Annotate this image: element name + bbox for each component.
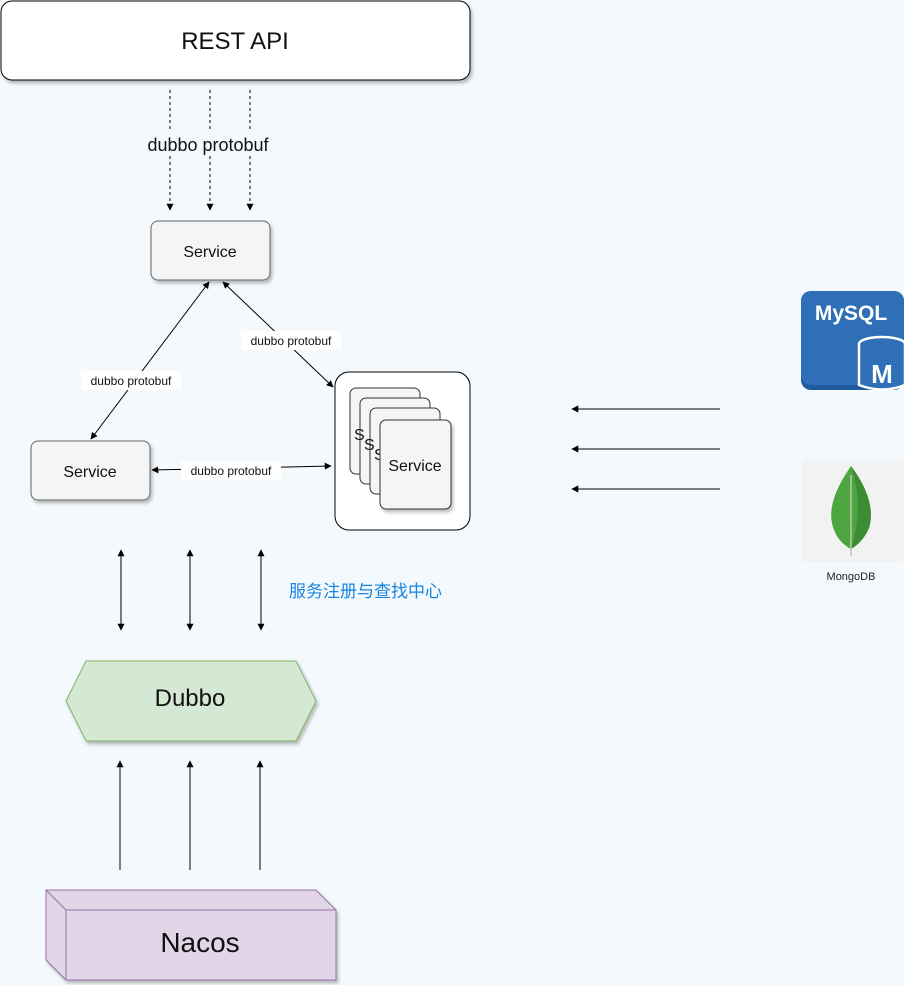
mysql-badge-letter: M (871, 359, 893, 389)
stack-peek-letter-2: S (364, 437, 375, 454)
stack-peek-letter-1: S (354, 427, 365, 444)
edge-top-left-label-bg (81, 371, 181, 390)
nacos-to-dubbo-edges (116, 760, 264, 870)
mysql-icon: MySQL M (801, 291, 904, 391)
mysql-label: MySQL (815, 302, 888, 325)
top-edge-label: dubbo protobuf (147, 135, 269, 155)
edge-left-right-label: dubbo protobuf (191, 464, 272, 478)
rest-api-node: REST API (0, 0, 471, 81)
service-left-node: Service (30, 440, 151, 501)
nacos-label: Nacos (160, 927, 239, 958)
mongodb-label: MongoDB (827, 571, 876, 583)
registry-label: 服务注册与查找中心 (289, 582, 442, 602)
service-top-label: Service (183, 244, 236, 261)
mongodb-icon (801, 460, 904, 562)
stack-peek-letter-3: S (374, 447, 385, 464)
edge-top-left (90, 281, 210, 440)
dubbo-label: Dubbo (155, 685, 226, 712)
rest-api-label: REST API (181, 28, 289, 55)
service-top-node: Service (150, 220, 271, 281)
service-left-label: Service (63, 464, 116, 481)
database-edges (571, 405, 720, 493)
nacos-node: Nacos (45, 889, 337, 981)
edge-top-right-label-bg (241, 331, 341, 350)
service-cluster-node: S S S Service (334, 371, 471, 531)
edge-top-left-label: dubbo protobuf (91, 374, 172, 388)
edge-left-right-label-bg (181, 461, 281, 480)
service-cluster-label: Service (388, 458, 441, 475)
top-edge-label-bg (140, 132, 276, 156)
registry-edges (117, 549, 265, 631)
dubbo-node: Dubbo (65, 660, 317, 742)
edge-top-right-label: dubbo protobuf (251, 334, 332, 348)
